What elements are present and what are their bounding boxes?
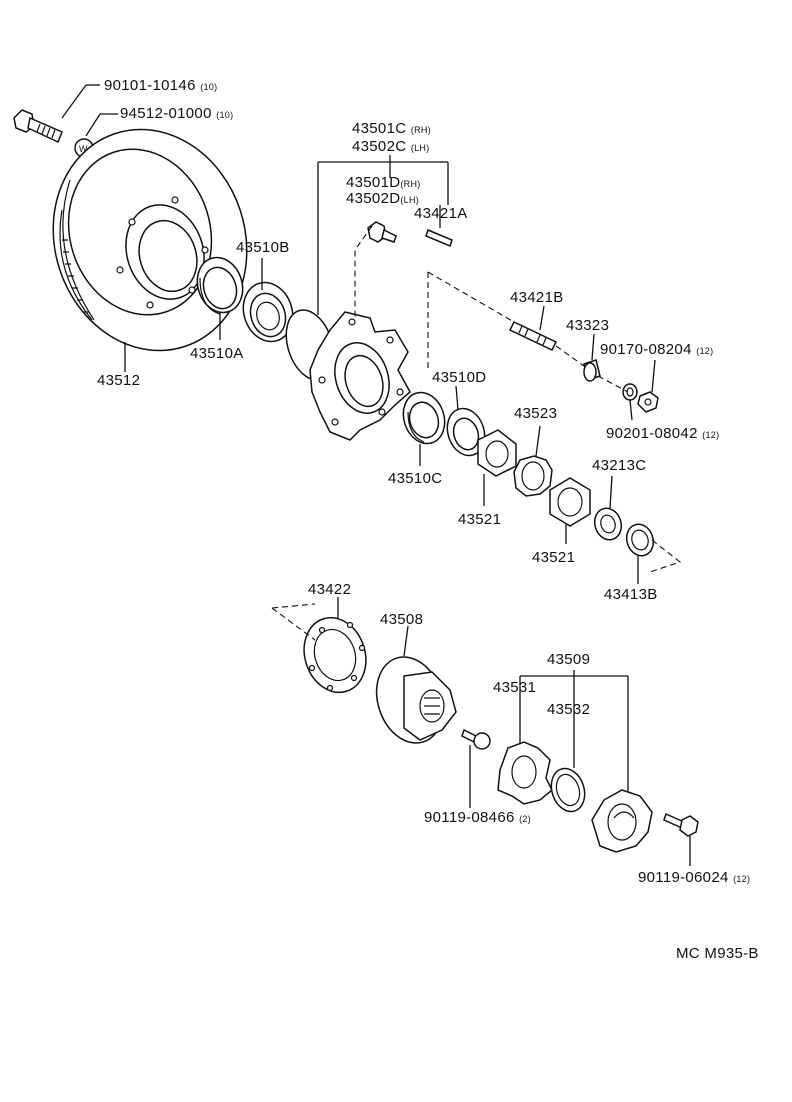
label-43421B: 43421B [510,289,564,306]
label-43502C: 43502C (LH) [352,138,430,155]
gasket-43422 [303,616,367,694]
label-43521-b: 43521 [532,549,575,566]
label-90170-08204: 90170-08204 (12) [600,341,713,358]
oil-seal-43510A [196,256,244,315]
brake-disc-43512 [52,128,248,352]
label-94512-01000: 94512-01000 (10) [120,105,233,122]
diagram-code: MC M935-B [676,945,759,962]
label-43502D: 43502D(LH) [346,190,419,207]
bearing-43510C [402,391,446,445]
label-43421A: 43421A [414,205,468,222]
washer-43213C [593,507,623,541]
label-43510B: 43510B [236,239,290,256]
stud-43421B [508,321,558,351]
washer-90201-08042 [622,383,638,401]
label-43501D: 43501D(RH) [346,174,421,191]
label-43213C: 43213C [592,457,646,474]
label-90101-10146: 90101-10146 (10) [104,77,217,94]
bearing-43510B [242,281,294,343]
clutch-43531 [497,741,553,805]
alignment-lines [271,225,682,641]
label-43422: 43422 [308,581,351,598]
label-43508: 43508 [380,611,423,628]
label-90119-06024: 90119-06024 (12) [638,869,750,886]
part-labels: 90101-10146 (10) 94512-01000 (10) 43501C… [97,77,759,962]
label-43510D: 43510D [432,369,486,386]
hub-cover-43509 [591,789,653,853]
label-43523: 43523 [514,405,557,422]
label-90119-08466: 90119-08466 (2) [424,809,531,826]
bolt-90119-06024 [663,812,699,837]
knock-pin-43421A [425,228,453,248]
label-43531: 43531 [493,679,536,696]
nut-90170-08204 [637,391,659,413]
ring-43532 [550,767,586,813]
leader-lines [61,84,691,866]
lock-nut-43521-b [549,477,591,527]
snap-ring-43413B [625,523,655,557]
label-43501C: 43501C (RH) [352,120,431,137]
label-43509: 43509 [547,651,590,668]
axle-hub-43501 [285,309,411,441]
label-43510A: 43510A [190,345,244,362]
label-43521-a: 43521 [458,511,501,528]
label-43323: 43323 [566,317,609,334]
washer-mark: W [79,144,88,154]
label-43512: 43512 [97,372,140,389]
lock-washer-43510D [446,407,486,457]
cone-washer-43323 [583,359,601,382]
bolt-90119-08466 [461,728,491,750]
label-90201-08042: 90201-08042 (12) [606,425,719,442]
bolt-90101-10146 [13,109,63,144]
free-wheel-hub-body-43508 [375,656,457,744]
label-43413B: 43413B [604,586,658,603]
label-43510C: 43510C [388,470,442,487]
lock-washer-43523 [513,455,553,497]
label-43532: 43532 [547,701,590,718]
lock-nut-43521-a [477,429,517,477]
hub-bolt-43501D [367,221,397,243]
